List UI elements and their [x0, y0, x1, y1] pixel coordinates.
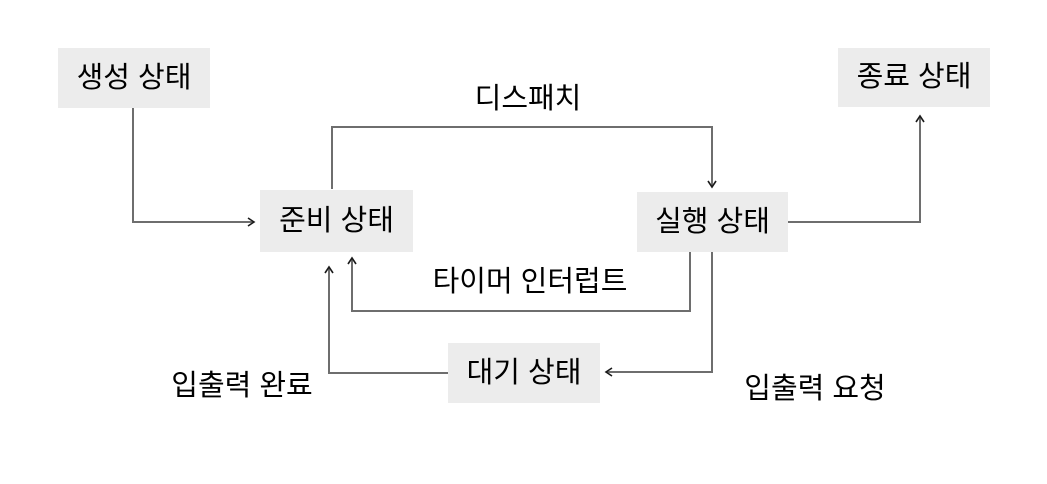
edge-label-io-complete: 입출력 완료	[171, 370, 313, 402]
edge-label-dispatch: 디스패치	[474, 83, 582, 115]
edge-label-timer-interrupt: 타이머 인터럽트	[432, 266, 628, 298]
edge-exit-arrow	[788, 114, 925, 223]
node-terminated-state: 종료 상태	[838, 48, 990, 107]
node-ready-state: 준비 상태	[260, 190, 413, 252]
edge-io-request-arrow	[604, 252, 713, 377]
edge-label-io-request: 입출력 요청	[744, 373, 886, 405]
edge-io-complete-arrow	[324, 265, 448, 374]
edge-admit-arrow	[132, 108, 256, 227]
edge-dispatch-arrow	[331, 126, 717, 189]
node-created-state: 생성 상태	[58, 48, 210, 108]
node-running-state: 실행 상태	[637, 192, 788, 252]
edge-timer-interrupt-arrow	[347, 252, 691, 312]
node-waiting-state: 대기 상태	[448, 343, 600, 403]
